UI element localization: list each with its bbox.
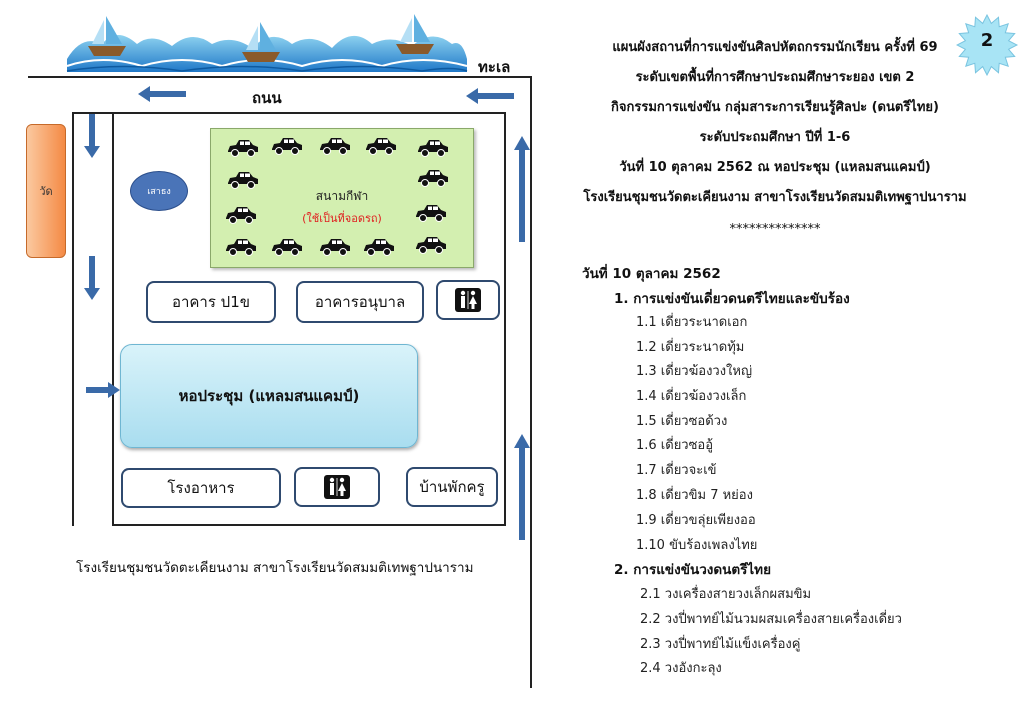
- list-item: 2.2 วงปี่พาทย์ไม้นวมผสมเครื่องสายเครื่อง…: [640, 612, 902, 627]
- building-p1-label: อาคาร ป1ข: [171, 293, 251, 311]
- list-item: 1.5 เดี่ยวซอด้วง: [636, 414, 728, 429]
- road-label: ถนน: [252, 89, 282, 107]
- list-item: 1.4 เดี่ยวฆ้องวงเล็ก: [636, 389, 747, 404]
- list-item: 1.7 เดี่ยวจะเข้: [636, 463, 717, 478]
- car-icon: [226, 170, 260, 190]
- list-item: 2.4 วงอังกะลุง: [640, 661, 722, 676]
- info-line-1: แผนผังสถานที่การแข่งขันศิลปหัตถกรรมนักเร…: [612, 40, 938, 55]
- info-line-3: กิจกรรมการแข่งขัน กลุ่มสาระการเรียนรู้ศิ…: [611, 100, 939, 115]
- car-icon: [416, 138, 450, 158]
- building-p1: อาคาร ป1ข: [146, 281, 276, 323]
- star-badge-icon: [956, 14, 1018, 76]
- schedule-date: วันที่ 10 ตุลาคม 2562: [582, 266, 721, 282]
- restroom-icon: [455, 288, 481, 312]
- hall-label: หอประชุม (แหลมสนแคมป์): [178, 387, 360, 405]
- arrow-down-icon: [84, 114, 100, 158]
- car-icon: [226, 138, 260, 158]
- map-caption: โรงเรียนชุมชนวัดตะเคียนงาม สาขาโรงเรียนว…: [76, 560, 474, 576]
- teacher-house-label: บ้านพักครู: [419, 478, 485, 496]
- temple-building: วัด: [26, 124, 66, 258]
- canteen-building: โรงอาหาร: [121, 468, 281, 508]
- arrow-down-icon: [84, 256, 100, 300]
- kindergarten-label: อาคารอนุบาล: [314, 293, 406, 311]
- list-item: 1.8 เดี่ยวขิม 7 หย่อง: [636, 488, 753, 503]
- car-icon: [416, 168, 450, 188]
- restroom-icon: [324, 475, 350, 499]
- info-line-2: ระดับเขตพื้นที่การศึกษาประถมศึกษาระยอง เ…: [635, 70, 915, 85]
- kindergarten-building: อาคารอนุบาล: [296, 281, 424, 323]
- restroom-top: [436, 280, 500, 320]
- flagpole: เสาธง: [130, 171, 188, 211]
- road-top-line: [28, 76, 532, 78]
- flagpole-label: เสาธง: [147, 187, 171, 197]
- list-item: 1.1 เดี่ยวระนาดเอก: [636, 315, 748, 330]
- page-divider: [530, 76, 532, 688]
- school-bottom-wall: [112, 524, 506, 526]
- car-icon: [364, 136, 398, 156]
- info-line-4: ระดับประถมศึกษา ปีที่ 1-6: [699, 130, 851, 145]
- restroom-bottom: [294, 467, 380, 507]
- page-number: 2: [980, 30, 994, 51]
- school-left-wall: [112, 112, 114, 526]
- car-icon: [270, 136, 304, 156]
- car-icon: [318, 237, 352, 257]
- road-bottom-line: [72, 112, 504, 114]
- sea-label: ทะเล: [478, 58, 511, 76]
- section1-title: 1. การแข่งขันเดี่ยวดนตรีไทยและขับร้อง: [614, 291, 850, 307]
- car-icon: [270, 237, 304, 257]
- info-line-5: วันที่ 10 ตุลาคม 2562 ณ หอประชุม (แหลมสน…: [619, 160, 931, 175]
- teacher-house: บ้านพักครู: [406, 467, 498, 507]
- car-icon: [224, 237, 258, 257]
- temple-label: วัด: [39, 185, 53, 198]
- car-icon: [414, 235, 448, 255]
- list-item: 1.3 เดี่ยวฆ้องวงใหญ่: [636, 364, 753, 379]
- car-icon: [224, 205, 258, 225]
- sailboat-icon: [242, 22, 280, 62]
- list-item: 1.6 เดี่ยวซออู้: [636, 438, 714, 453]
- car-icon: [362, 237, 396, 257]
- arrow-up-icon: [514, 434, 530, 540]
- list-item: 1.2 เดี่ยวระนาดทุ้ม: [636, 340, 745, 355]
- field-label: สนามกีฬา: [315, 189, 369, 203]
- list-item: 2.1 วงเครื่องสายวงเล็กผสมขิม: [640, 587, 812, 602]
- sailboat-icon: [396, 14, 434, 54]
- separator: **************: [729, 222, 821, 237]
- car-icon: [318, 136, 352, 156]
- list-item: 2.3 วงปี่พาทย์ไม้แข็งเครื่องคู่: [640, 637, 801, 652]
- field-note: (ใช้เป็นที่จอดรถ): [302, 212, 382, 225]
- assembly-hall: หอประชุม (แหลมสนแคมป์): [120, 344, 418, 448]
- list-item: 1.9 เดี่ยวขลุ่ยเพียงออ: [636, 513, 756, 528]
- arrow-up-icon: [514, 136, 530, 242]
- canteen-label: โรงอาหาร: [167, 479, 235, 497]
- arrow-right-icon: [86, 382, 120, 398]
- info-line-6: โรงเรียนชุมชนวัดตะเคียนงาม สาขาโรงเรียนว…: [583, 190, 967, 205]
- arrow-left-icon: [138, 86, 186, 102]
- arrow-left-icon: [466, 88, 514, 104]
- left-road-line: [72, 112, 74, 526]
- list-item: 1.10 ขับร้องเพลงไทย: [636, 538, 758, 553]
- section2-title: 2. การแข่งขันวงดนตรีไทย: [614, 562, 771, 578]
- sailboat-icon: [88, 16, 126, 56]
- car-icon: [414, 203, 448, 223]
- school-right-wall: [504, 112, 506, 526]
